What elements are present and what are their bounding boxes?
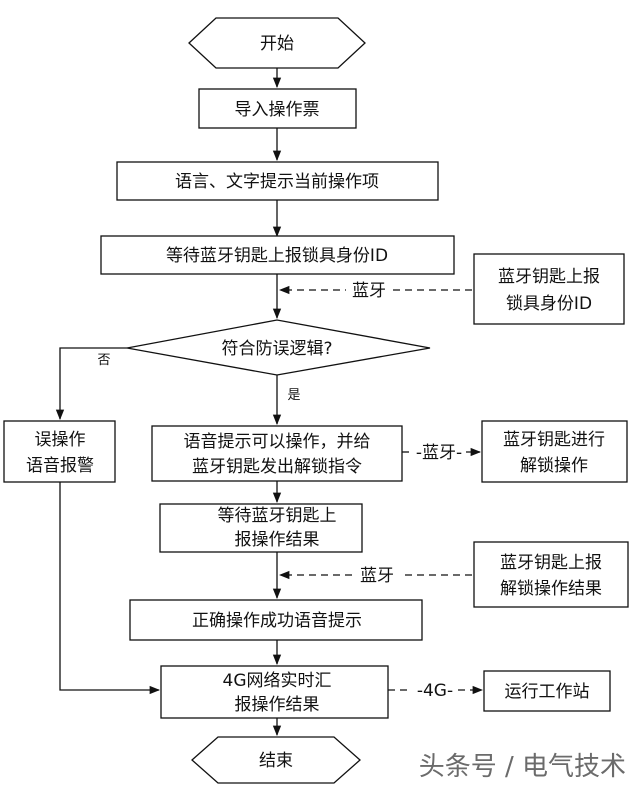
success-voice-box bbox=[129, 599, 423, 641]
import-node: 导入操作票 bbox=[198, 88, 357, 129]
prompt-box bbox=[116, 161, 439, 201]
voice-unlock-node: 语音提示可以操作，并给 蓝牙钥匙发出解锁指令 bbox=[151, 425, 403, 482]
wait-result-line1: 等待蓝牙钥匙上 bbox=[218, 506, 337, 526]
workstation-node: 运行工作站 bbox=[483, 670, 611, 712]
import-box bbox=[198, 88, 357, 129]
start-label: 开始 bbox=[260, 34, 294, 54]
success-voice-node: 正确操作成功语音提示 bbox=[129, 599, 423, 641]
workstation-box bbox=[483, 670, 611, 712]
watermark: 头条号 / 电气技术 bbox=[382, 747, 632, 783]
decision-node: 符合防误逻辑? bbox=[126, 319, 431, 376]
edge-label-4g: -4G- bbox=[417, 681, 453, 701]
edge-label-bt3: 蓝牙 bbox=[360, 566, 394, 586]
prompt-label: 语言、文字提示当前操作项 bbox=[175, 172, 379, 192]
error-alarm-line2: 语音报警 bbox=[26, 456, 94, 476]
voice-unlock-box bbox=[151, 425, 403, 482]
bt1-bg bbox=[346, 279, 392, 301]
report-4g-line2: 报操作结果 bbox=[235, 695, 320, 715]
end-hexagon bbox=[191, 736, 361, 784]
error-alarm-node: 误操作 语音报警 bbox=[3, 420, 116, 483]
wait-result-node: 等待蓝牙钥匙上 报操作结果 bbox=[159, 503, 363, 553]
wait-result-line2: 报操作结果 bbox=[235, 530, 320, 550]
watermark-text: 头条号 / 电气技术 bbox=[419, 752, 626, 782]
prompt-node: 语言、文字提示当前操作项 bbox=[116, 161, 439, 201]
start-node: 开始 bbox=[188, 17, 366, 69]
wait-id-node: 等待蓝牙钥匙上报锁具身份ID bbox=[100, 235, 455, 275]
wait-id-label: 等待蓝牙钥匙上报锁具身份ID bbox=[166, 246, 388, 266]
decision-diamond bbox=[126, 319, 431, 376]
bt-report-id-line1: 蓝牙钥匙上报 bbox=[498, 267, 600, 287]
workstation-label: 运行工作站 bbox=[505, 682, 590, 702]
report-4g-box bbox=[160, 665, 389, 719]
end-node: 结束 bbox=[191, 736, 361, 784]
bt-unlock-node: 蓝牙钥匙进行 解锁操作 bbox=[481, 420, 628, 483]
wait-result-box bbox=[159, 503, 363, 553]
error-alarm-line1: 误操作 bbox=[35, 430, 86, 450]
bt-report-result-line2: 解锁操作结果 bbox=[500, 579, 602, 599]
import-label: 导入操作票 bbox=[235, 100, 320, 120]
edge-label-yes: 是 bbox=[287, 388, 300, 403]
error-alarm-box bbox=[3, 420, 116, 483]
bt-report-id-node: 蓝牙钥匙上报 锁具身份ID bbox=[473, 253, 625, 325]
report-4g-line1: 4G网络实时汇 bbox=[223, 671, 332, 691]
bt-unlock-line2: 解锁操作 bbox=[520, 456, 588, 476]
edge-labels: 蓝牙 -蓝牙- 蓝牙 否 是 -4G- bbox=[97, 279, 462, 701]
report-4g-node: 4G网络实时汇 报操作结果 bbox=[160, 665, 389, 719]
bt-unlock-line1: 蓝牙钥匙进行 bbox=[503, 430, 605, 450]
edge-label-no: 否 bbox=[97, 353, 110, 368]
bt-report-result-node: 蓝牙钥匙上报 解锁操作结果 bbox=[473, 541, 629, 608]
bt-unlock-box bbox=[481, 420, 628, 483]
bt3-bg bbox=[354, 564, 400, 586]
watermark-bg bbox=[382, 747, 632, 783]
bt-report-result-box bbox=[473, 541, 629, 608]
start-hexagon bbox=[188, 17, 366, 69]
bt-report-id-line2: 锁具身份ID bbox=[506, 294, 592, 314]
voice-unlock-line1: 语音提示可以操作，并给 bbox=[184, 432, 371, 452]
arrow-decision-no bbox=[55, 347, 127, 421]
end-label: 结束 bbox=[259, 751, 293, 771]
edge-label-bt1: 蓝牙 bbox=[352, 281, 386, 301]
edge-label-bt2: -蓝牙- bbox=[416, 443, 462, 463]
voice-unlock-line2: 蓝牙钥匙发出解锁指令 bbox=[192, 457, 362, 477]
success-voice-label: 正确操作成功语音提示 bbox=[192, 611, 362, 631]
bt-report-result-line1: 蓝牙钥匙上报 bbox=[500, 553, 602, 573]
bt-report-id-box bbox=[473, 253, 625, 325]
decision-label: 符合防误逻辑? bbox=[221, 339, 332, 359]
arrow-alarm-report bbox=[59, 482, 161, 695]
wait-id-box bbox=[100, 235, 455, 275]
